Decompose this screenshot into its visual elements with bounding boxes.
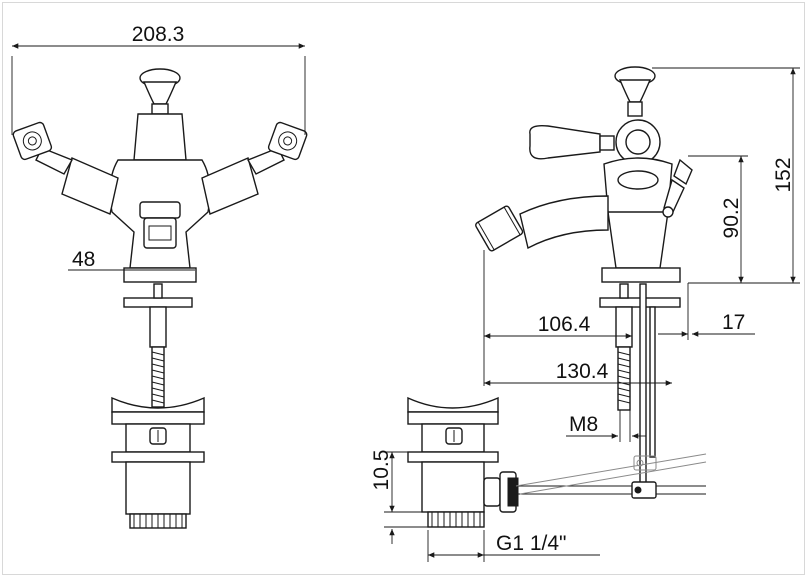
dim-lever-reach: 130.4 [484,360,672,386]
dim-spout-reach-label: 106.4 [538,313,591,336]
front-top-handle [139,68,181,115]
side-spout [475,195,609,252]
front-view: 208.3 48 [11,23,308,529]
front-mounting [123,283,193,408]
dim-thread: M8 [566,410,646,442]
dim-waste-height: 10.5 [370,450,430,544]
dim-spout-reach: 106.4 [484,313,632,339]
dim-lever-offset: 17 [658,311,755,337]
side-mounting [599,283,681,495]
dim-waste-thread-label: G1 1/4" [496,532,567,555]
dim-thread-label: M8 [569,413,598,436]
side-lever-handle [529,124,615,160]
dim-base-width: 48 [68,248,195,282]
dim-spout-height-label: 90.2 [720,198,743,239]
dim-waste-height-label: 10.5 [370,450,393,491]
front-nozzle [139,201,181,249]
side-view: 152 90.2 106.4 130.4 17 [370,66,800,562]
dim-lever-reach-label: 130.4 [556,360,609,383]
dim-overall-width-label: 208.3 [132,23,185,46]
front-left-arm [12,121,119,215]
front-waste [111,396,205,529]
side-waste [407,396,707,528]
dim-lever-offset-label: 17 [722,311,745,334]
dim-base-width-label: 48 [72,248,95,271]
side-popup-knob [662,158,693,218]
side-top-handle [614,66,656,117]
dim-height-total-label: 152 [772,157,795,192]
dim-overall-width: 208.3 [11,23,306,135]
front-body [109,113,211,283]
side-body [601,119,681,283]
dim-spout-height: 90.2 [688,155,748,283]
front-right-arm [201,121,308,215]
dim-height-total: 152 [652,67,800,284]
dim-waste-thread: G1 1/4" [427,530,600,562]
